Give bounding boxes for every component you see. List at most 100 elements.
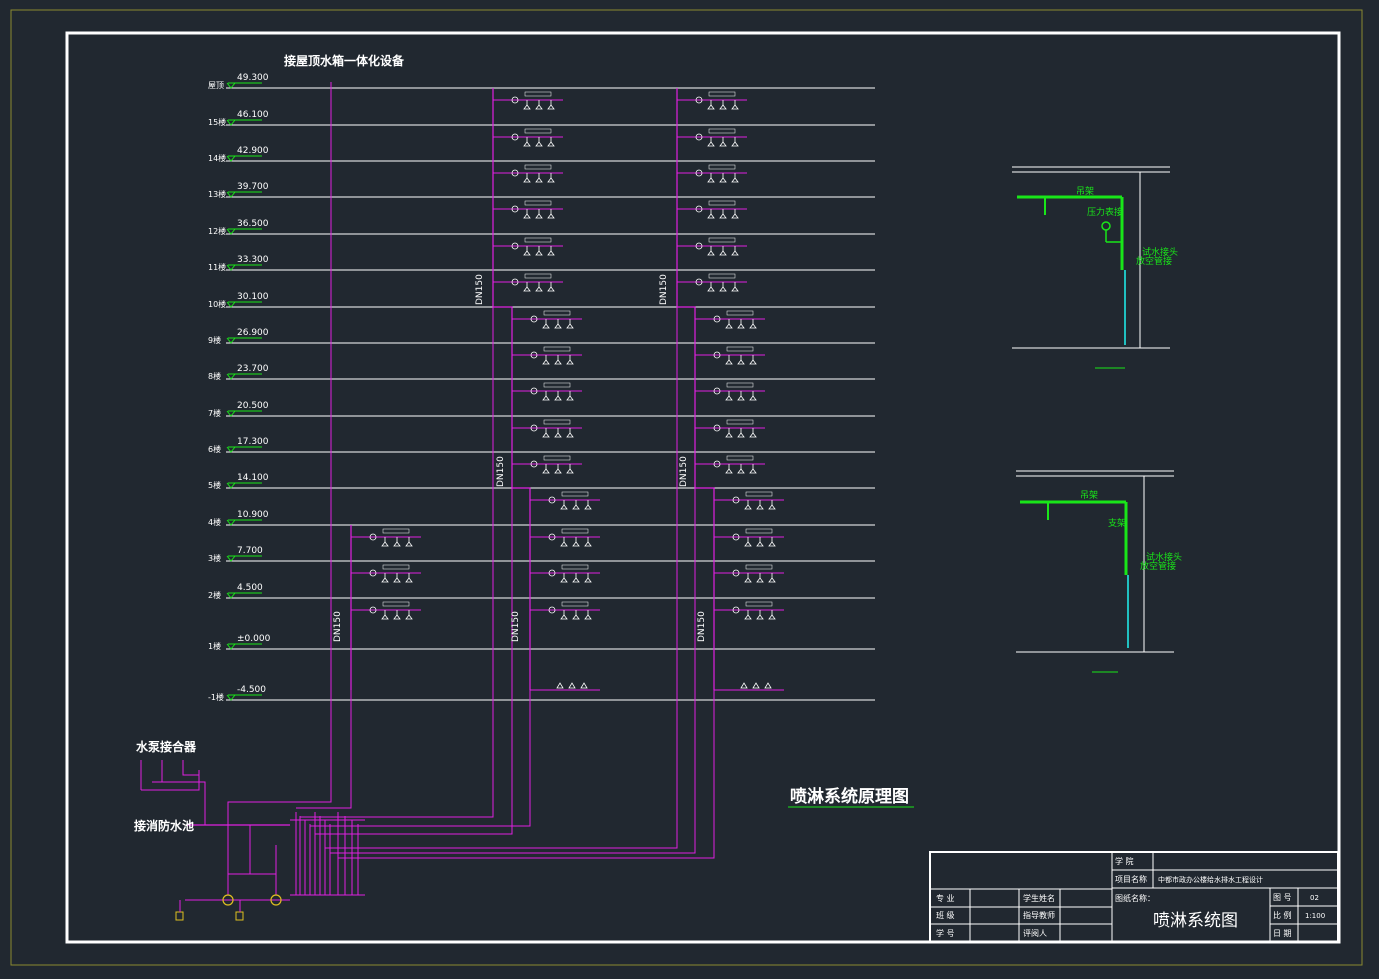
sprinkler-head-icon bbox=[405, 541, 413, 547]
sprinkler-head-icon bbox=[584, 541, 592, 547]
elevation-marker-icon bbox=[226, 446, 236, 453]
sprinkler-head-icon bbox=[566, 359, 574, 365]
floor-name: 13楼 bbox=[208, 189, 226, 199]
floor-name: 2楼 bbox=[208, 590, 221, 600]
tb-date-label: 日 期 bbox=[1273, 929, 1292, 938]
floor-name: 1楼 bbox=[208, 641, 221, 651]
pipe bbox=[227, 82, 332, 870]
sprinkler-head-icon bbox=[535, 213, 543, 219]
sprinkler-head-icon bbox=[560, 577, 568, 583]
sprinkler-head-icon bbox=[523, 104, 531, 110]
sprinkler-head-icon bbox=[381, 577, 389, 583]
sprinkler-head-icon bbox=[547, 286, 555, 292]
valve-icon bbox=[548, 606, 556, 614]
elevation-value: 23.700 bbox=[237, 364, 269, 374]
branch-tag bbox=[382, 528, 410, 534]
elevation-marker-icon bbox=[226, 555, 236, 562]
title-block bbox=[929, 851, 1339, 943]
elevation-marker-icon bbox=[226, 410, 236, 417]
sprinkler-head-icon bbox=[719, 250, 727, 256]
floor-name: 11楼 bbox=[208, 262, 226, 272]
pipe bbox=[141, 770, 200, 791]
sprinkler-head-icon bbox=[566, 395, 574, 401]
tb-sheet-value: 02 bbox=[1310, 894, 1319, 902]
pipe bbox=[182, 760, 199, 776]
valve-icon bbox=[732, 606, 740, 614]
valve-icon bbox=[695, 169, 703, 177]
tb-scale-value: 1:100 bbox=[1305, 912, 1325, 920]
tb-id-label: 学 号 bbox=[936, 928, 955, 938]
sprinkler-head-icon bbox=[554, 323, 562, 329]
elevation-marker-icon bbox=[226, 694, 236, 701]
sprinkler-head-icon bbox=[768, 614, 776, 620]
sprinkler-head-icon bbox=[393, 614, 401, 620]
sprinkler-head-icon bbox=[523, 141, 531, 147]
pipe bbox=[300, 307, 494, 818]
elevation-marker-icon bbox=[226, 592, 236, 599]
sprinkler-head-icon bbox=[744, 614, 752, 620]
branch-tag bbox=[561, 564, 589, 570]
top-label: 接屋顶水箱一体化设备 bbox=[284, 53, 405, 68]
sprinkler-head-icon bbox=[542, 432, 550, 438]
floor-name: 8楼 bbox=[208, 371, 221, 381]
elevation-value: 4.500 bbox=[237, 583, 263, 593]
elevation-value: 33.300 bbox=[237, 255, 269, 265]
elevation-marker-icon bbox=[226, 373, 236, 380]
sprinkler-head-icon bbox=[719, 286, 727, 292]
sprinkler-head-icon bbox=[584, 614, 592, 620]
riser-size-label: DN150 bbox=[333, 611, 343, 642]
sprinkler-head-icon bbox=[768, 577, 776, 583]
sprinkler-head-icon bbox=[707, 286, 715, 292]
valve-icon bbox=[713, 460, 721, 468]
sprinkler-head-icon bbox=[731, 104, 739, 110]
sprinkler-head-icon bbox=[405, 577, 413, 583]
sprinkler-head-icon bbox=[566, 323, 574, 329]
branch-tag bbox=[708, 200, 736, 206]
floor-name: 12楼 bbox=[208, 226, 226, 236]
sprinkler-head-icon bbox=[542, 359, 550, 365]
valve-icon bbox=[530, 424, 538, 432]
sprinkler-head-icon bbox=[737, 468, 745, 474]
sprinkler-head-icon bbox=[749, 395, 757, 401]
branch-tag bbox=[745, 528, 773, 534]
sprinkler-head-icon bbox=[381, 614, 389, 620]
branch-tag bbox=[708, 237, 736, 243]
tb-major-label: 专 业 bbox=[936, 893, 955, 903]
drawing-frame bbox=[65, 31, 1341, 944]
sprinkler-head-icon bbox=[749, 432, 757, 438]
floor-name: 9楼 bbox=[208, 335, 221, 345]
valve-icon bbox=[369, 606, 377, 614]
sprinkler-head-icon bbox=[744, 541, 752, 547]
tb-student-label: 学生姓名 bbox=[1023, 893, 1055, 903]
floor-name: 15楼 bbox=[208, 117, 226, 127]
detail1-test-label-2: 放空管接 bbox=[1136, 255, 1172, 267]
elevation-marker-icon bbox=[226, 519, 236, 526]
branch-tag bbox=[543, 346, 571, 352]
floor-name: 3楼 bbox=[208, 553, 221, 563]
branch-tag bbox=[524, 164, 552, 170]
elevation-value: 26.900 bbox=[237, 328, 269, 338]
sprinkler-head-icon bbox=[554, 395, 562, 401]
branch-tag bbox=[382, 564, 410, 570]
elevation-marker-icon bbox=[226, 301, 236, 308]
valve-icon bbox=[713, 315, 721, 323]
sprinkler-head-icon bbox=[572, 541, 580, 547]
sprinkler-head-icon bbox=[554, 359, 562, 365]
valve-icon bbox=[511, 242, 519, 250]
branch-tag bbox=[726, 382, 754, 388]
elevation-value: 39.700 bbox=[237, 182, 269, 192]
tb-sheet-label: 图 号 bbox=[1273, 893, 1292, 902]
sprinkler-head-icon bbox=[768, 541, 776, 547]
sprinkler-head-icon bbox=[737, 323, 745, 329]
elevation-marker-icon bbox=[226, 119, 236, 126]
sprinkler-head-icon bbox=[584, 577, 592, 583]
elevation-marker-icon bbox=[226, 228, 236, 235]
sprinkler-head-icon bbox=[731, 141, 739, 147]
floor-name: 屋顶 bbox=[208, 81, 224, 90]
elevation-value: 17.300 bbox=[237, 437, 269, 447]
branch-tag bbox=[561, 601, 589, 607]
sprinkler-head-icon bbox=[731, 177, 739, 183]
sprinkler-head-icon bbox=[393, 577, 401, 583]
riser-size-label: DN150 bbox=[659, 274, 669, 305]
